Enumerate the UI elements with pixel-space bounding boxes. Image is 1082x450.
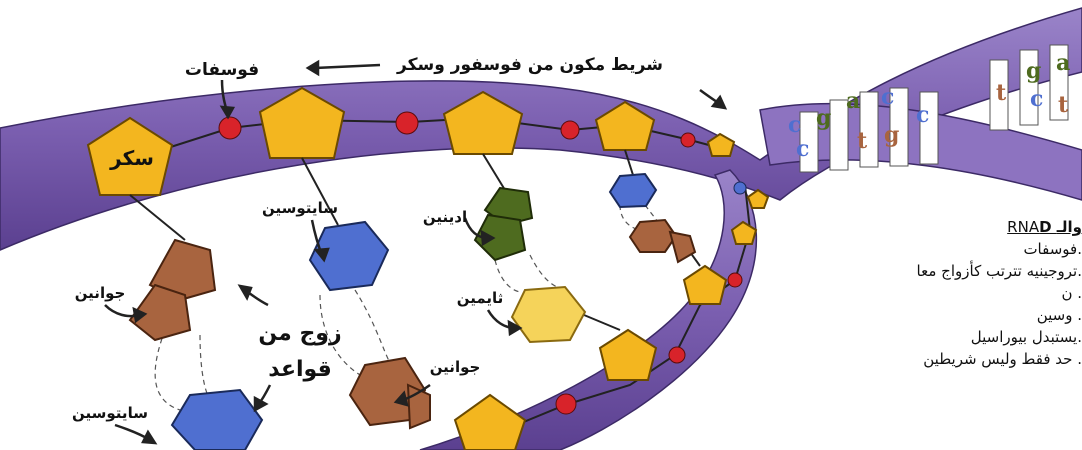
side-text-line: تروجينيه تترتب كأزواج معا.	[782, 260, 1082, 282]
helix-letter: a	[846, 88, 860, 114]
helix-letter: g	[1026, 58, 1041, 84]
guanine-left-label: جوانين	[75, 284, 126, 302]
guanine-small	[630, 220, 695, 262]
side-text-line: حد فقط وليس شريطين .	[782, 348, 1082, 370]
side-text-line: يستبدل بيوراسيل.	[782, 326, 1082, 348]
base-pair-label-line1: زوج من	[258, 321, 341, 346]
helix-letter: c	[796, 136, 809, 162]
helix-letter: t	[857, 128, 868, 154]
helix-letter: t	[996, 80, 1007, 106]
side-text-line: ن .	[782, 282, 1082, 304]
helix-letter: c	[788, 112, 801, 138]
cytosine-bottom-left	[172, 390, 262, 450]
heading-rna: RNA	[1007, 218, 1039, 236]
adenine-label: ادينين	[423, 208, 467, 226]
helix-letter: c	[1030, 86, 1043, 112]
thymine	[512, 287, 585, 342]
helix-letter: g	[884, 122, 899, 148]
side-text-line: وسين .	[782, 304, 1082, 326]
helix-letter: c	[916, 102, 929, 128]
adenine	[475, 188, 532, 260]
side-text-line: فوسفات.	[782, 238, 1082, 260]
cytosine-top-label: سايتوسين	[262, 199, 338, 217]
guanine-bottom-label: جوانين	[430, 358, 481, 376]
sugar-label: سكر	[109, 146, 154, 170]
phosphate-label: فوسفات	[185, 60, 259, 80]
helix-letter: g	[816, 105, 831, 131]
cytosine-bottom-label: سايتوسين	[72, 404, 148, 422]
helix-letter: c	[881, 84, 894, 110]
backbone-label: شريط مكون من فوسفور وسكر	[396, 55, 663, 75]
side-text-panel: RNAD والـ فوسفات. تروجينيه تترتب كأزواج …	[782, 216, 1082, 370]
cytosine-small	[610, 174, 656, 207]
helix-letter: t	[1058, 92, 1069, 118]
thymine-label: ثايمين	[457, 289, 504, 307]
heading-bold: D والـ	[1039, 218, 1082, 236]
side-text-heading: RNAD والـ	[782, 216, 1082, 238]
guanine-left	[130, 240, 215, 340]
helix-letter: a	[1056, 50, 1070, 76]
base-pair-label-line2: قواعد	[268, 357, 331, 382]
